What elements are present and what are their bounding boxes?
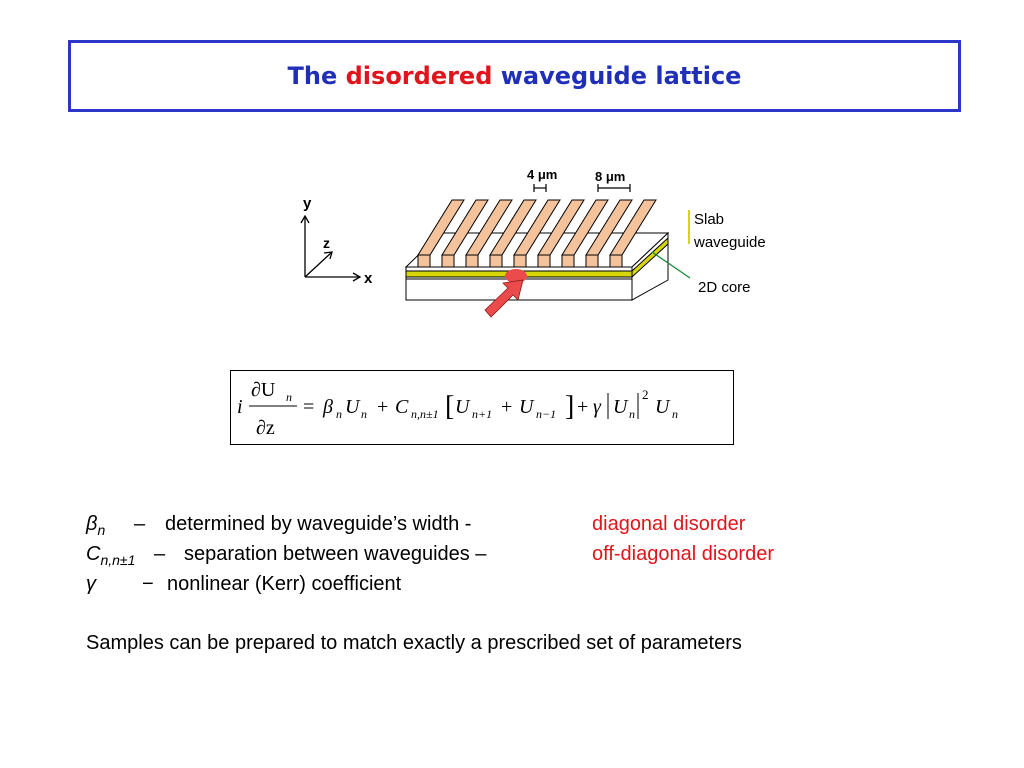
definition-tag: diagonal disorder: [592, 513, 746, 535]
eq-U2: U: [455, 396, 471, 418]
axis-y-label: y: [303, 195, 312, 212]
stripe: [489, 199, 537, 268]
eq-beta: β: [322, 396, 333, 418]
eq-U1-sub: n: [361, 407, 367, 421]
title-box: The disordered waveguide lattice: [68, 40, 961, 112]
eq-U3: U: [519, 396, 535, 418]
title-highlight: disordered: [345, 62, 493, 90]
definition-dash: –: [134, 513, 146, 535]
eq-lhs-i: i: [237, 396, 243, 418]
axis-x-label: x: [364, 270, 373, 287]
stripe: [465, 199, 513, 268]
eq-U3-sub: n−1: [536, 407, 556, 421]
eq-U4: U: [613, 396, 629, 418]
x-axis-arrowhead: [352, 272, 362, 282]
z-axis-line: [304, 251, 333, 278]
eq-C-sub: n,n±1: [411, 407, 439, 421]
stripe: [609, 199, 657, 268]
eq-C: C: [395, 396, 409, 418]
eq-equals: =: [303, 396, 314, 418]
eq-close-bracket: ]: [565, 391, 574, 422]
definition-dash: −: [142, 573, 154, 595]
eq-plus2: +: [501, 396, 512, 418]
eq-plus1: +: [377, 396, 388, 418]
definition-text: separation between waveguides –: [184, 543, 487, 565]
beam-spot: [505, 269, 527, 283]
axes: [300, 214, 362, 282]
input-beam-arrow: [484, 269, 527, 318]
z-axis-arrowhead: [323, 251, 333, 260]
eq-U4-sub: n: [629, 407, 635, 421]
stripe: [537, 199, 585, 268]
eq-open-bracket: [: [445, 391, 454, 422]
definition-text: nonlinear (Kerr) coefficient: [167, 573, 402, 595]
stripes: [417, 199, 657, 268]
eq-U5-sub: n: [672, 407, 678, 421]
stripe: [561, 199, 609, 268]
waveguide-figure: y z x: [300, 167, 766, 318]
equation: i ∂U n ∂z = β n U n + C n,n±1 [ U n+1 + …: [237, 379, 678, 439]
beam-arrow-shape: [484, 279, 524, 318]
stripe: [441, 199, 489, 268]
dimension-markers: [533, 184, 631, 192]
dim-8um-label: 8 μm: [595, 169, 625, 184]
samples-note: Samples can be prepared to match exactly…: [86, 632, 742, 654]
title-suffix: waveguide lattice: [500, 62, 742, 90]
stripe: [585, 199, 633, 268]
stripe: [513, 199, 561, 268]
definition-symbol: γ: [86, 573, 96, 595]
definition-symbol: βn: [86, 513, 106, 538]
eq-plus3: +: [577, 396, 588, 418]
slide-title: The disordered waveguide lattice: [288, 62, 742, 90]
title-prefix: The: [287, 62, 338, 90]
eq-beta-sub: n: [336, 407, 342, 421]
eq-gamma: γ: [593, 396, 602, 418]
definition-text: determined by waveguide’s width -: [165, 513, 472, 535]
core-pointer-line: [651, 251, 691, 279]
slab-label-line2: waveguide: [693, 234, 766, 251]
eq-U2-sub: n+1: [472, 407, 492, 421]
definition-tag: off-diagonal disorder: [592, 543, 774, 565]
slab-label-line1: Slab: [694, 211, 724, 228]
definition-symbol: Cn,n±1: [86, 543, 136, 568]
eq-lhs-numerator-sub: n: [286, 390, 292, 404]
eq-power: 2: [642, 387, 649, 402]
equation-box: i ∂U n ∂z = β n U n + C n,n±1 [ U n+1 + …: [230, 370, 734, 445]
eq-U1: U: [345, 396, 361, 418]
eq-lhs-denominator: ∂z: [256, 417, 275, 439]
eq-U5: U: [655, 396, 671, 418]
definition-dash: –: [154, 543, 166, 565]
stripe: [417, 199, 465, 268]
axis-z-label: z: [323, 235, 330, 251]
y-axis-arrowhead: [300, 214, 310, 224]
core-label: 2D core: [698, 279, 751, 296]
slab-layer-side: [631, 236, 669, 279]
eq-lhs-numerator: ∂U: [251, 379, 276, 401]
dim-4um-label: 4 μm: [527, 167, 557, 182]
